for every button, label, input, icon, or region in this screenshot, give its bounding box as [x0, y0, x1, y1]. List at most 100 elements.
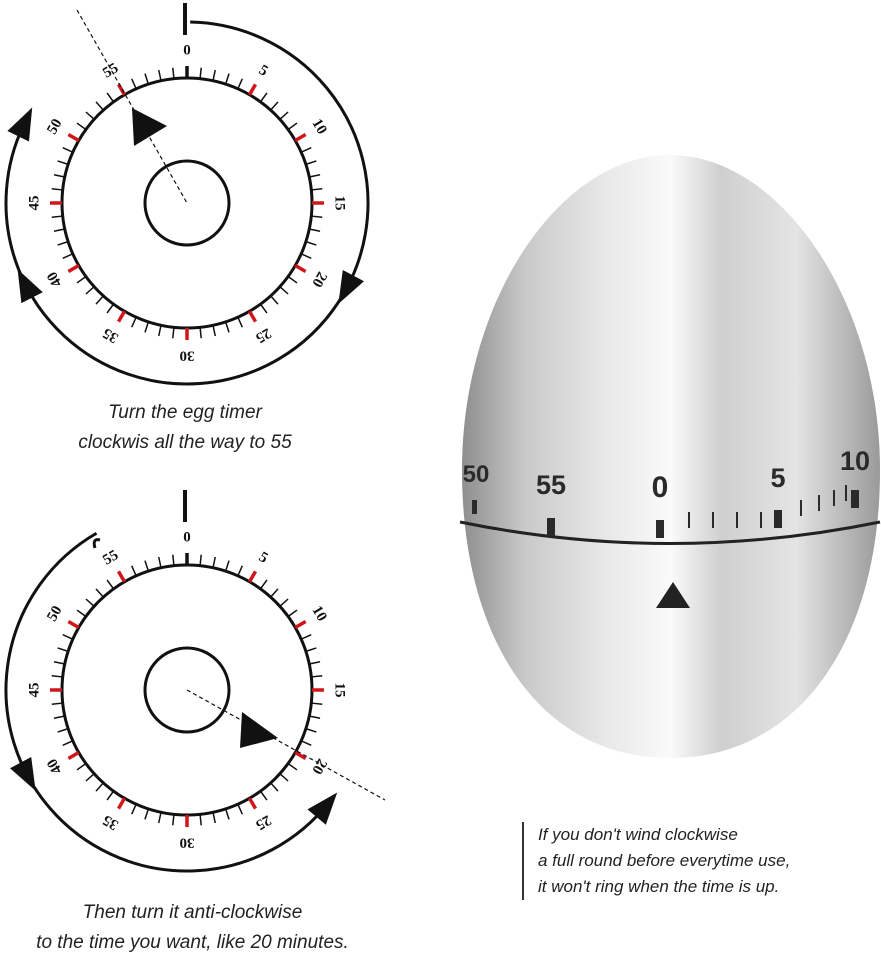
minor-tick: [53, 715, 65, 720]
dial-number: 10: [308, 116, 329, 137]
minor-tick: [224, 73, 230, 85]
minor-tick: [53, 228, 65, 233]
minor-tick: [259, 790, 268, 801]
minor-tick: [287, 122, 298, 131]
minor-tick: [287, 762, 298, 771]
direction-arrow-icon: [132, 108, 167, 146]
minor-tick: [172, 327, 175, 339]
pointer-triangle-icon: [656, 582, 690, 608]
minor-tick: [76, 609, 87, 618]
egg-minor-tick: [760, 512, 762, 528]
minor-tick: [157, 69, 162, 81]
minor-tick: [300, 146, 312, 153]
minor-tick: [106, 92, 115, 103]
minor-tick: [51, 188, 63, 191]
minor-tick: [300, 633, 312, 640]
minor-tick: [62, 633, 74, 640]
major-tick: [67, 263, 80, 274]
arrowhead-icon: [17, 269, 43, 304]
minor-tick: [157, 812, 162, 824]
egg-major-tick: [547, 518, 555, 536]
minor-tick: [279, 111, 289, 120]
minor-tick: [106, 579, 115, 590]
minor-tick: [106, 790, 115, 801]
minor-tick: [95, 295, 104, 305]
major-tick: [294, 263, 307, 274]
major-tick: [247, 570, 258, 583]
dial-number: 35: [100, 324, 121, 345]
dial-number: 15: [332, 196, 348, 211]
egg-seam: [459, 520, 881, 545]
dial-number: 20: [308, 756, 329, 777]
minor-tick: [57, 160, 69, 166]
minor-tick: [309, 715, 321, 720]
minor-tick: [144, 73, 150, 85]
minor-tick: [311, 188, 323, 191]
dial-number: 20: [308, 269, 329, 290]
minor-tick: [309, 660, 321, 665]
major-tick: [294, 750, 307, 761]
minor-tick: [130, 78, 137, 90]
minor-tick: [85, 286, 95, 295]
egg-number: 10: [840, 446, 870, 476]
minor-tick: [76, 122, 87, 131]
arc-hook: [92, 538, 101, 549]
minor-tick: [212, 812, 217, 824]
minor-tick: [53, 660, 65, 665]
major-tick: [247, 797, 258, 810]
note-line: a full round before everytime use,: [538, 851, 791, 870]
dial-number: 15: [332, 683, 348, 698]
caption-line: to the time you want, like 20 minutes.: [36, 932, 349, 953]
minor-tick: [172, 554, 175, 566]
minor-tick: [199, 327, 202, 339]
rotation-arc: [4, 531, 331, 873]
dial-number: 25: [253, 811, 274, 832]
direction-arrow-icon: [240, 712, 278, 748]
minor-tick: [85, 598, 95, 607]
minor-tick: [237, 565, 244, 577]
arrowhead-icon: [338, 269, 364, 304]
major-tick: [116, 570, 127, 583]
minor-tick: [130, 316, 137, 328]
minor-tick: [212, 69, 217, 81]
egg-minor-tick: [845, 485, 847, 501]
egg-minor-tick: [833, 490, 835, 506]
egg-major-tick: [851, 490, 859, 508]
dial-number: 40: [44, 269, 65, 290]
egg-number: 0: [652, 471, 669, 504]
egg-number: 55: [536, 470, 566, 500]
caption-line: Then turn it anti-clockwise: [82, 902, 303, 923]
major-tick: [67, 750, 80, 761]
major-tick: [116, 83, 127, 96]
major-tick: [247, 310, 258, 323]
dial-number: 5: [256, 549, 270, 567]
major-tick: [294, 132, 307, 143]
minor-tick: [311, 675, 323, 678]
minor-tick: [305, 160, 317, 166]
minor-tick: [130, 565, 137, 577]
minor-tick: [62, 146, 74, 153]
minor-tick: [259, 579, 268, 590]
minor-tick: [311, 215, 323, 218]
egg-number: 50: [463, 461, 490, 488]
minor-tick: [300, 740, 312, 747]
minor-tick: [270, 588, 279, 598]
rotation-arc: [4, 20, 370, 386]
minor-tick: [237, 78, 244, 90]
minor-tick: [85, 111, 95, 120]
minor-tick: [224, 321, 230, 333]
minor-tick: [95, 101, 104, 111]
minor-tick: [287, 275, 298, 284]
major-tick: [116, 797, 127, 810]
dial-number: 0: [183, 42, 191, 58]
minor-tick: [51, 675, 63, 678]
caption-line: Turn the egg timer: [108, 402, 262, 423]
minor-tick: [279, 773, 289, 782]
minor-tick: [309, 228, 321, 233]
minor-tick: [144, 808, 150, 820]
dial-knob: [143, 646, 231, 734]
